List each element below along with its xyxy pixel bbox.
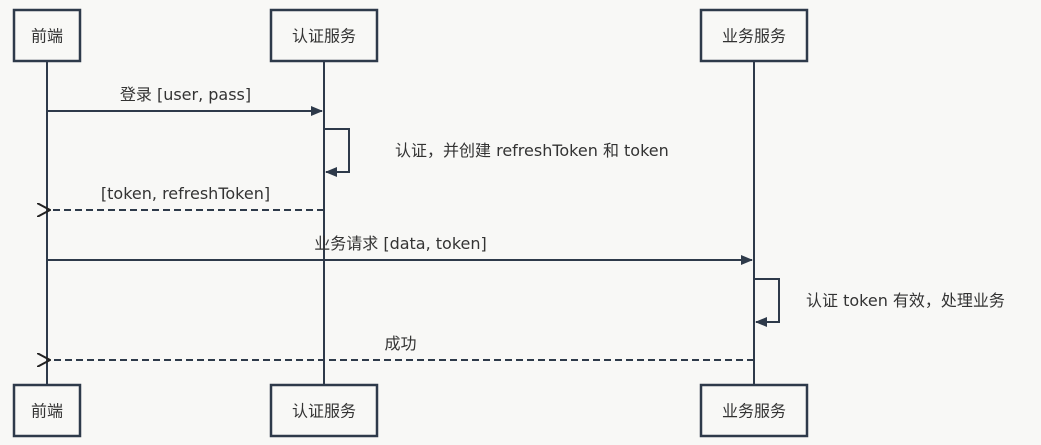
message-4: 业务请求 [data, token] [47,234,753,265]
participant-top-fe[interactable]: 前端 [12,8,82,63]
participant-bottom-fe[interactable]: 前端 [12,383,82,438]
participant-box [12,383,82,438]
message-3: [token, refreshToken] [50,184,324,210]
self-message-arrow [754,278,780,327]
message-label: 业务请求 [data, token] [314,234,487,253]
participant-label: 业务服务 [722,27,786,46]
participant-box [12,8,82,63]
participant-top-biz[interactable]: 业务服务 [699,8,809,63]
message-label: 认证，并创建 refreshToken 和 token [395,141,669,160]
participant-top-auth[interactable]: 认证服务 [269,8,379,63]
participant-box [269,8,379,63]
participant-label: 前端 [31,402,63,421]
message-2: 认证，并创建 refreshToken 和 token [324,128,669,177]
participant-box [269,383,379,438]
participant-box [699,8,809,63]
message-label: 登录 [user, pass] [120,85,251,104]
participant-bottom-auth[interactable]: 认证服务 [269,383,379,438]
message-label: [token, refreshToken] [101,184,270,203]
participant-bottom-biz[interactable]: 业务服务 [699,383,809,438]
participant-label: 认证服务 [292,27,356,46]
message-label: 成功 [384,334,416,353]
message-label: 认证 token 有效，处理业务 [806,291,1005,310]
self-message-arrow [324,128,350,177]
participant-label: 前端 [31,27,63,46]
message-6: 成功 [50,334,754,360]
message-1: 登录 [user, pass] [47,85,323,116]
message-5: 认证 token 有效，处理业务 [754,278,1005,327]
participant-label: 业务服务 [722,402,786,421]
participant-label: 认证服务 [292,402,356,421]
participant-box [699,383,809,438]
